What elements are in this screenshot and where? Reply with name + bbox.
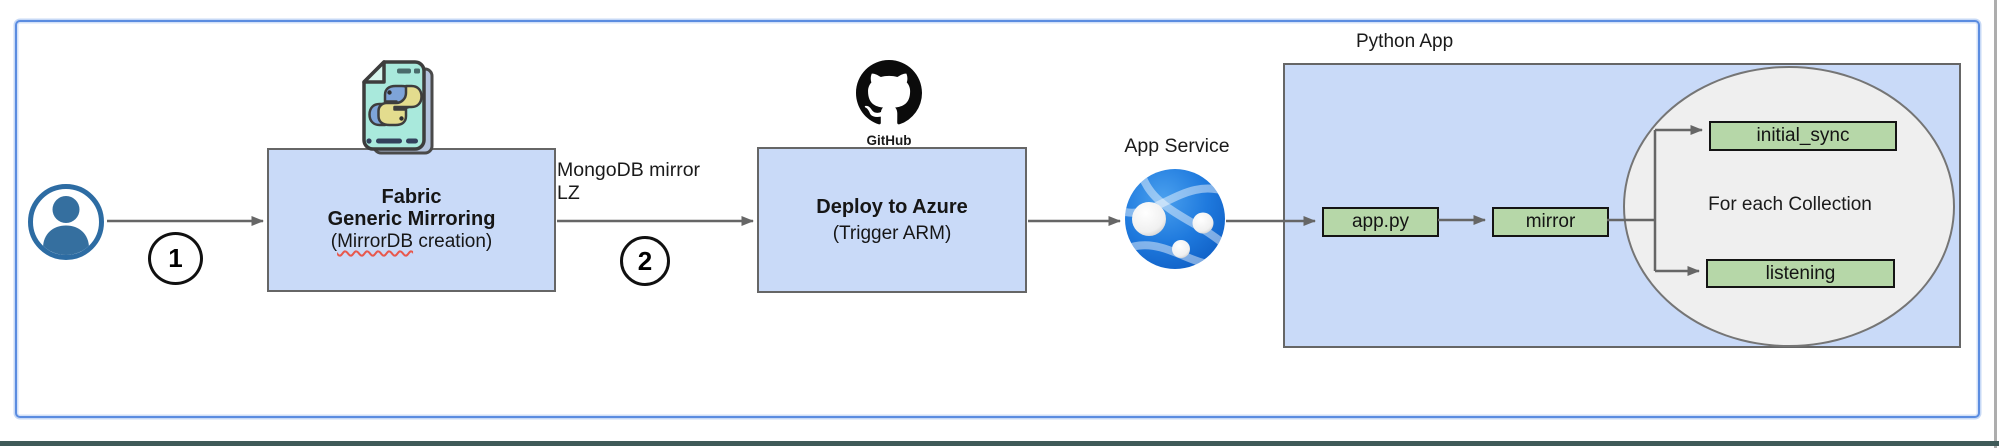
listening-node[interactable]: listening: [1706, 259, 1895, 288]
deploy-subtitle: (Trigger ARM): [832, 223, 952, 244]
python-app-label: Python App: [1356, 31, 1454, 52]
for-each-collection-label: For each Collection: [1708, 194, 1872, 215]
fabric-generic-mirroring-node[interactable]: Fabric Generic Mirroring (MirrorDB creat…: [267, 148, 556, 292]
fabric-title-line2: Generic Mirroring: [327, 208, 496, 230]
python-app-container[interactable]: For each Collection app.py mirror initia…: [1283, 63, 1961, 348]
user-icon[interactable]: [26, 182, 106, 267]
app-py-node[interactable]: app.py: [1322, 207, 1439, 237]
app-service-label: App Service: [1124, 135, 1230, 157]
for-each-collection-ellipse[interactable]: [1623, 66, 1955, 347]
step-2-number: 2: [637, 245, 653, 276]
step-1-badge[interactable]: 1: [148, 232, 203, 285]
step-1-number: 1: [168, 243, 183, 273]
fabric-subtitle: (MirrorDB creation): [330, 231, 493, 252]
initial-sync-label: initial_sync: [1756, 125, 1850, 146]
listening-label: listening: [1765, 262, 1836, 284]
edge-label-line1: MongoDB mirror: [557, 159, 701, 181]
python-file-icon[interactable]: [352, 57, 442, 162]
edge-label-mongodb-mirror-lz: MongoDB mirror LZ: [557, 159, 700, 205]
app-py-label: app.py: [1351, 211, 1410, 232]
bottom-window-bar: [0, 441, 1999, 446]
misspelled-word: MirrorDB: [337, 231, 414, 252]
edge-label-line2: LZ: [557, 182, 580, 204]
github-icon[interactable]: [856, 60, 922, 131]
github-label: GitHub: [866, 133, 912, 148]
page-edge-line: [1994, 0, 1997, 448]
mirror-label: mirror: [1525, 211, 1576, 232]
deploy-to-azure-node[interactable]: Deploy to Azure (Trigger ARM): [757, 147, 1027, 293]
mirror-node[interactable]: mirror: [1492, 207, 1609, 237]
initial-sync-node[interactable]: initial_sync: [1709, 121, 1897, 151]
step-2-badge[interactable]: 2: [620, 236, 670, 286]
fabric-title-line1: Fabric: [381, 186, 442, 208]
app-service-globe-icon[interactable]: [1123, 167, 1227, 276]
deploy-title: Deploy to Azure: [816, 196, 968, 218]
